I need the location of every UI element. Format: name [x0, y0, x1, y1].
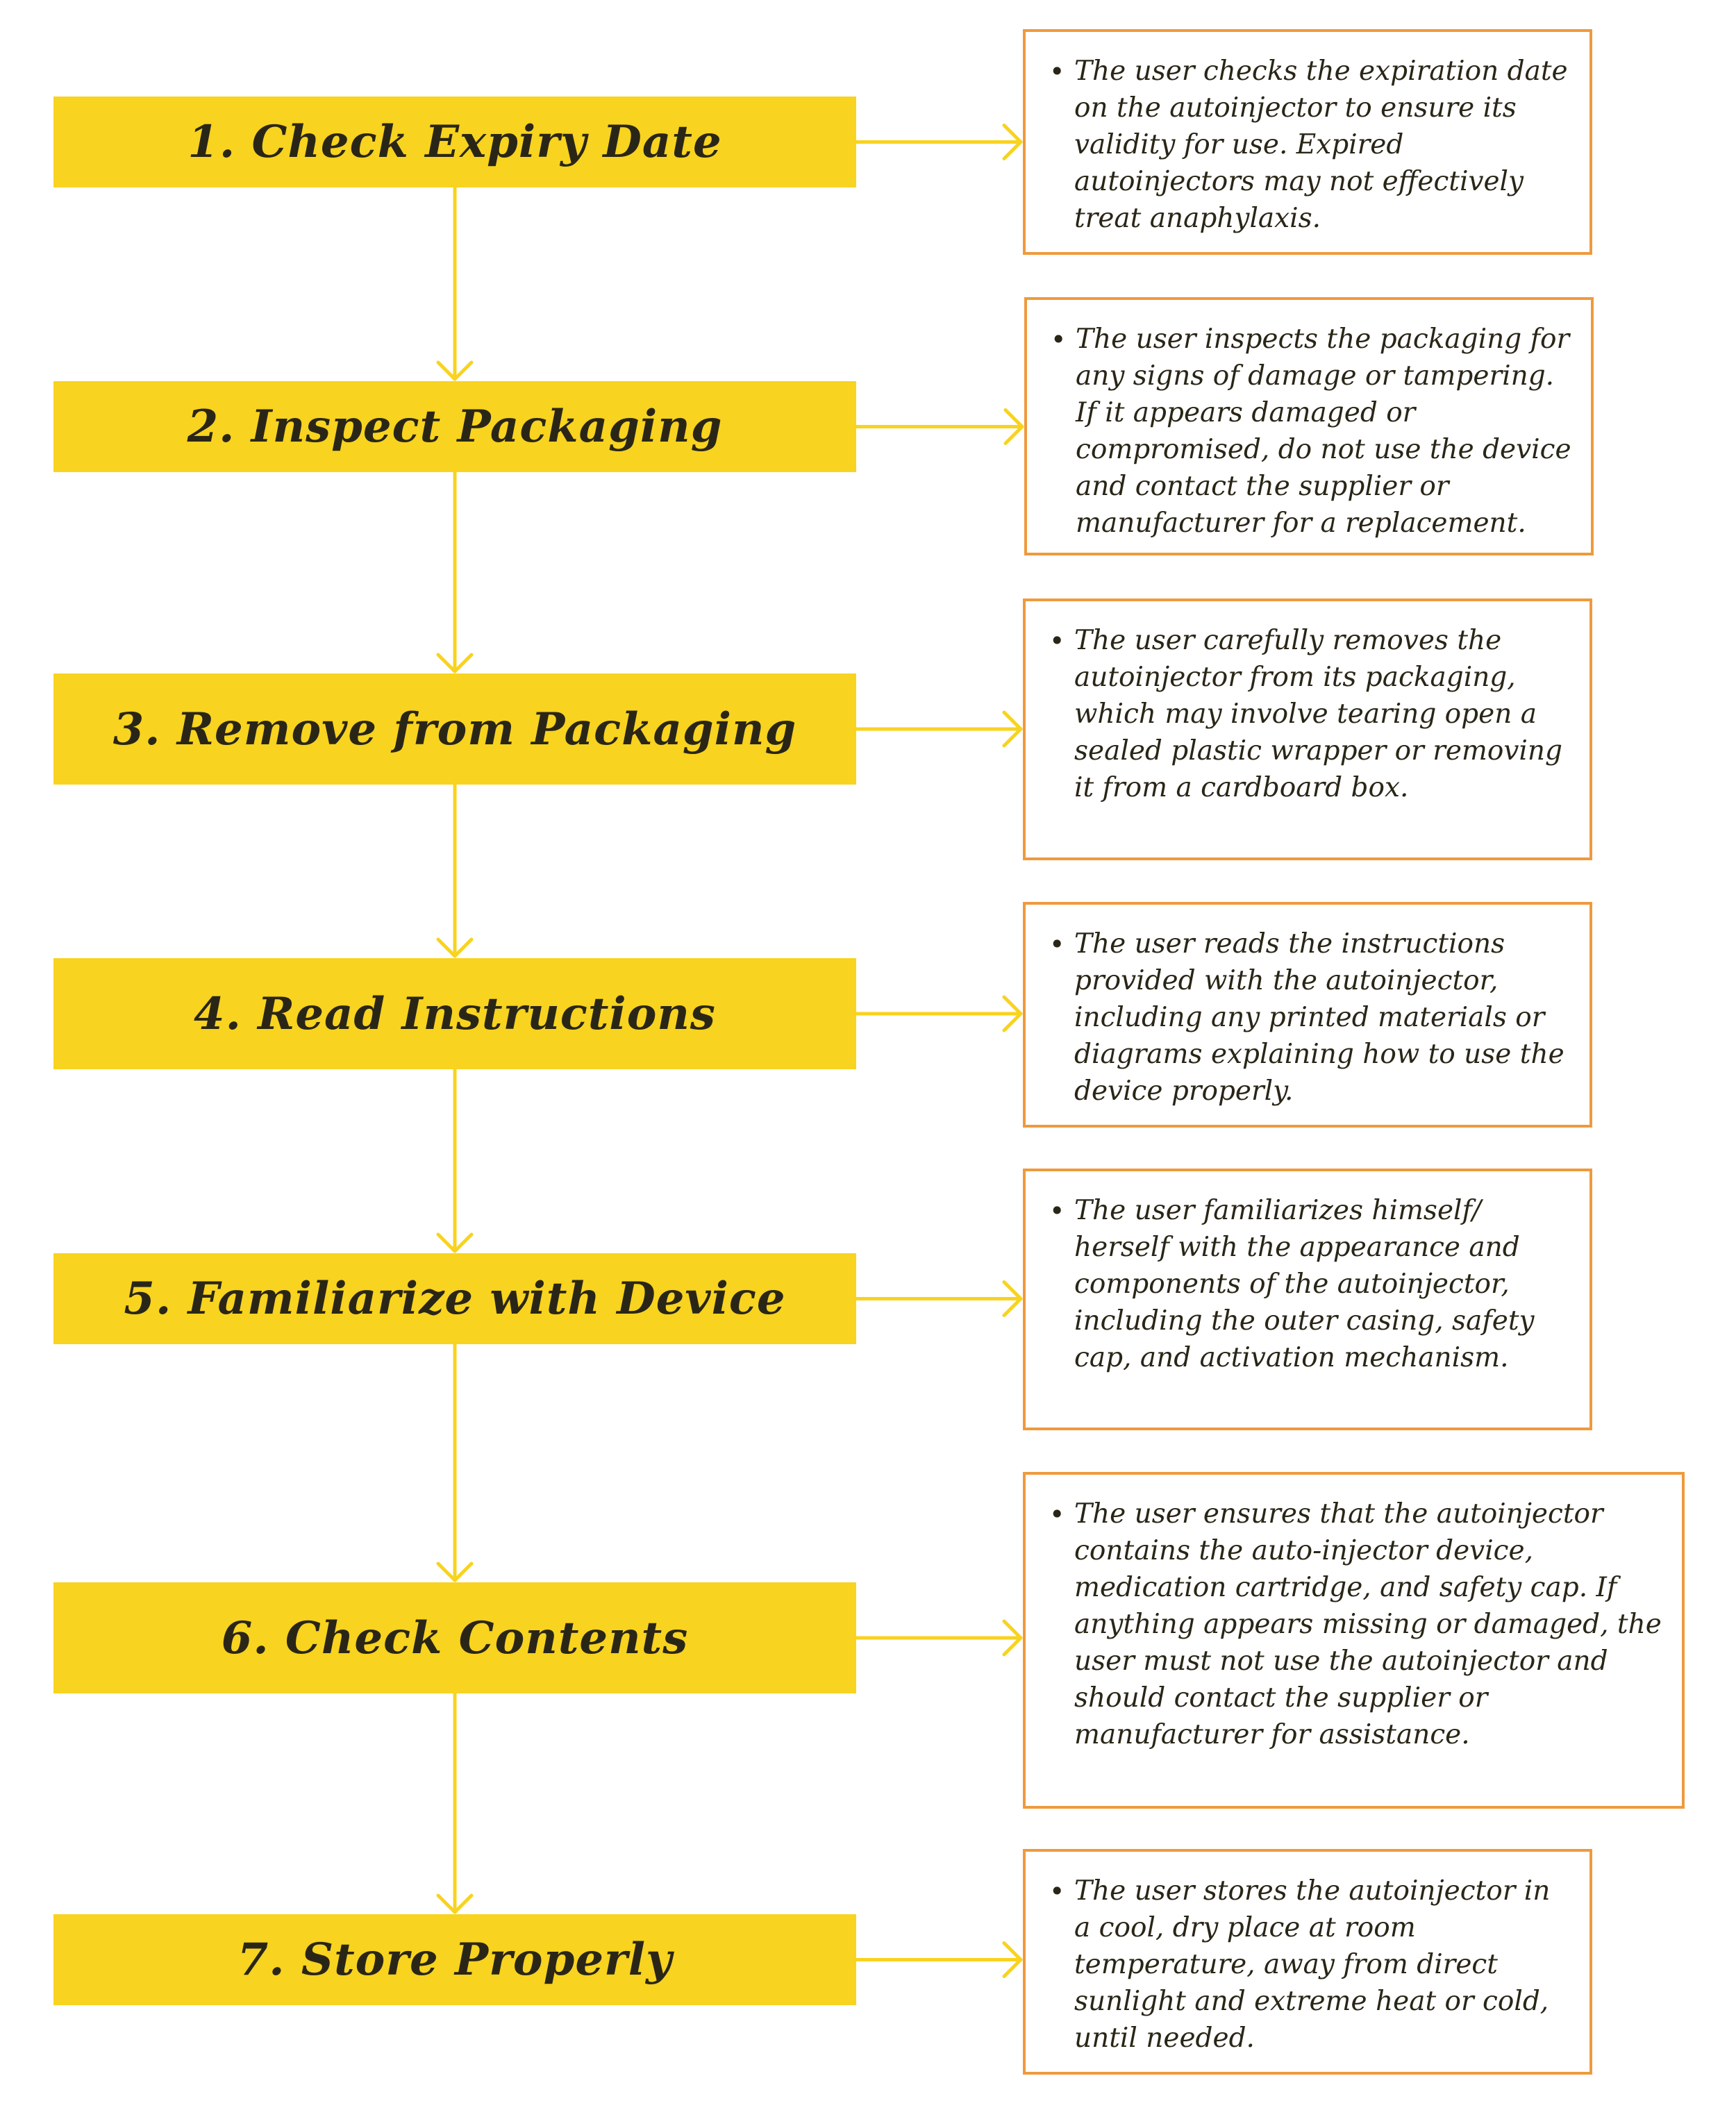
step-7-label: 7. Store Properly [237, 1934, 673, 1986]
arrowhead-icon [1003, 408, 1024, 445]
step-2-note-text: The user inspects the packaging for any … [1076, 324, 1571, 539]
note-bullet-item: • The user checks the expiration date on… [1049, 53, 1570, 237]
step-5-note-text: The user familiarizes himself/ herself w… [1074, 1195, 1535, 1373]
step-3-note-text: The user carefully removes the autoinjec… [1074, 625, 1562, 803]
bullet-icon: • [1049, 56, 1065, 87]
bullet-icon: • [1049, 929, 1065, 960]
step-6-note-text: The user ensures that the autoinjector c… [1074, 1498, 1662, 1750]
note-bullet-item: • The user stores the autoinjector in a … [1049, 1873, 1570, 2057]
step-2-box: 2. Inspect Packaging [53, 381, 856, 472]
step-7-note: • The user stores the autoinjector in a … [1023, 1849, 1592, 2075]
note-bullet-item: • The user inspects the packaging for an… [1051, 321, 1571, 542]
note-bullet-item: • The user familiarizes himself/ herself… [1049, 1192, 1570, 1376]
arrowhead-icon [1002, 710, 1023, 748]
step-6-note: • The user ensures that the autoinjector… [1023, 1472, 1685, 1809]
note-bullet-item: • The user ensures that the autoinjector… [1049, 1496, 1662, 1753]
bullet-icon: • [1051, 324, 1067, 355]
step-1-note: • The user checks the expiration date on… [1023, 29, 1592, 255]
step-4-box: 4. Read Instructions [53, 958, 856, 1069]
arrowhead-icon [1002, 1619, 1023, 1657]
bullet-icon: • [1049, 626, 1065, 656]
arrowhead-icon [436, 1893, 474, 1914]
step-6-label: 6. Check Contents [221, 1612, 689, 1664]
step-2-label: 2. Inspect Packaging [187, 401, 723, 453]
arrowhead-icon [1002, 1280, 1023, 1317]
step-3-label: 3. Remove from Packaging [112, 703, 797, 755]
arrowhead-icon [1002, 124, 1023, 160]
step-3-note: • The user carefully removes the autoinj… [1023, 599, 1592, 860]
step-1-box: 1. Check Expiry Date [53, 97, 856, 187]
arrowhead-icon [1002, 995, 1023, 1032]
step-4-label: 4. Read Instructions [194, 987, 716, 1040]
step-3-box: 3. Remove from Packaging [53, 673, 856, 785]
step-5-note: • The user familiarizes himself/ herself… [1023, 1169, 1592, 1430]
step-4-note: • The user reads the instructions provid… [1023, 902, 1592, 1128]
step-4-note-text: The user reads the instructions provided… [1074, 928, 1564, 1107]
step-7-box: 7. Store Properly [53, 1914, 856, 2005]
step-5-box: 5. Familiarize with Device [53, 1253, 856, 1344]
step-5-label: 5. Familiarize with Device [124, 1273, 786, 1325]
step-7-note-text: The user stores the autoinjector in a co… [1074, 1875, 1551, 2054]
arrowhead-icon [436, 360, 474, 381]
step-2-note: • The user inspects the packaging for an… [1024, 297, 1594, 555]
arrowhead-icon [436, 653, 474, 673]
step-1-label: 1. Check Expiry Date [187, 116, 722, 168]
bullet-icon: • [1049, 1196, 1065, 1226]
arrowhead-icon [436, 1562, 474, 1582]
note-bullet-item: • The user carefully removes the autoinj… [1049, 622, 1570, 806]
step-1-note-text: The user checks the expiration date on t… [1074, 56, 1568, 234]
bullet-icon: • [1049, 1499, 1065, 1530]
bullet-icon: • [1049, 1876, 1065, 1907]
arrowhead-icon [1002, 1941, 1023, 1978]
step-6-box: 6. Check Contents [53, 1582, 856, 1693]
note-bullet-item: • The user reads the instructions provid… [1049, 926, 1570, 1110]
arrowhead-icon [436, 937, 474, 958]
arrowhead-icon [436, 1232, 474, 1253]
